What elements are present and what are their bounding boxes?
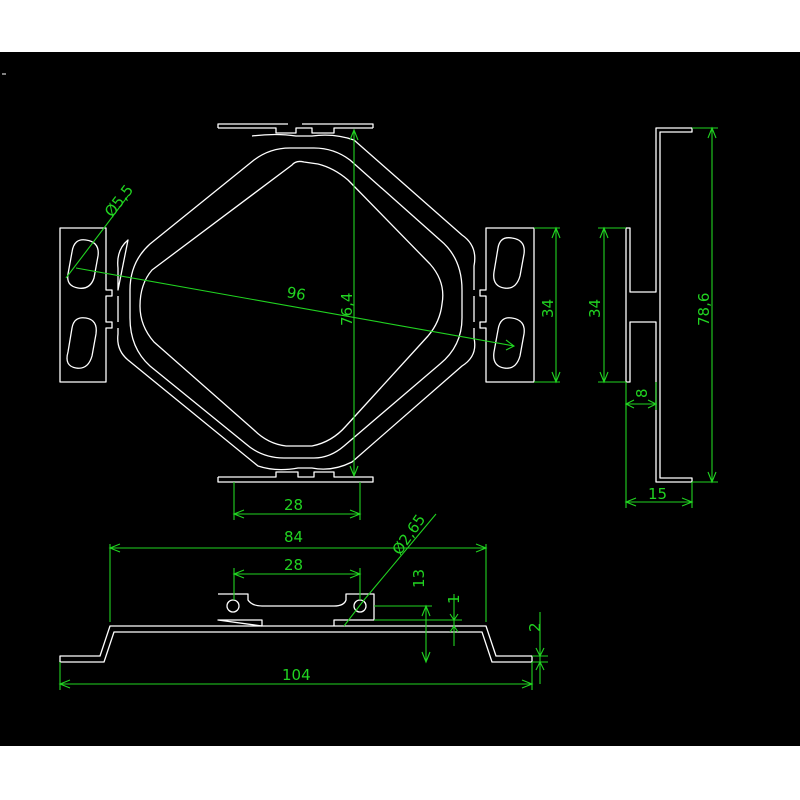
front-tab (217, 593, 375, 627)
dim-tab-height-side: 34 (586, 299, 604, 318)
right-slot-upper (493, 237, 525, 289)
dim-height-bottom: 13 (410, 569, 428, 588)
dim-line-thickness-bottom (532, 612, 548, 684)
right-ear (479, 227, 535, 383)
dim-diameter-small: Ø2,65 (389, 511, 430, 558)
dim-height-diamond: 76,4 (338, 293, 356, 326)
front-profile (59, 625, 533, 663)
top-view: Ø5,5 96 76,4 34 28 (59, 123, 561, 520)
dim-slot-offset-side: 8 (633, 388, 651, 398)
dim-line-tab-height-side (598, 226, 626, 384)
dim-tab-height-right: 34 (539, 299, 557, 318)
dim-line-overall-width-bottom (108, 543, 488, 622)
dim-thickness-bottom: 2 (526, 622, 544, 632)
dim-line-tab-height-right (534, 226, 561, 384)
dim-step-bottom: 1 (445, 594, 463, 604)
bottom-flange (217, 471, 374, 483)
dim-line-tab-width-bottom (232, 568, 362, 600)
diamond-inner (129, 147, 463, 459)
left-slot-upper (67, 239, 99, 289)
dim-line-overall-height-side (692, 126, 718, 484)
dim-tab-width-bottom: 28 (284, 556, 303, 574)
left-slot-lower (66, 317, 97, 369)
dim-tab-width-top: 28 (284, 496, 303, 514)
dim-overall-length-bottom: 104 (282, 666, 311, 684)
dim-line-foot-width-side (624, 404, 694, 508)
dim-foot-width-side: 15 (648, 485, 667, 503)
dim-line-slot-offset-side (624, 382, 658, 410)
dim-diameter-large: Ø5,5 (101, 181, 137, 220)
diamond-outer (117, 133, 476, 471)
technical-drawing: Ø5,5 96 76,4 34 28 34 78,6 8 15 (2, 73, 718, 690)
cad-viewport[interactable]: Ø5,5 96 76,4 34 28 34 78,6 8 15 (0, 52, 800, 746)
dim-line-diameter-large (65, 195, 129, 279)
dim-line-overall-length-bottom (58, 662, 534, 690)
dim-line-step-bottom (374, 594, 462, 646)
left-ear (59, 227, 113, 383)
dim-line-height-diamond (349, 128, 359, 478)
right-slot-lower (493, 317, 525, 369)
dim-line-tab-width-top (232, 482, 362, 520)
diamond-window (139, 160, 444, 447)
dim-overall-width-bottom: 84 (284, 528, 303, 546)
top-flange (217, 123, 374, 134)
dim-line-height-bottom (374, 604, 432, 664)
dim-line-diameter-small (343, 513, 437, 627)
front-view: 84 28 Ø2,65 13 1 2 104 (58, 511, 548, 690)
side-profile (625, 127, 693, 483)
front-hole-left (226, 599, 240, 613)
side-view: 34 78,6 8 15 (586, 126, 718, 508)
dim-overall-height-side: 78,6 (695, 293, 713, 326)
dim-line-center-distance (75, 267, 516, 351)
dim-center-distance: 96 (285, 283, 307, 304)
